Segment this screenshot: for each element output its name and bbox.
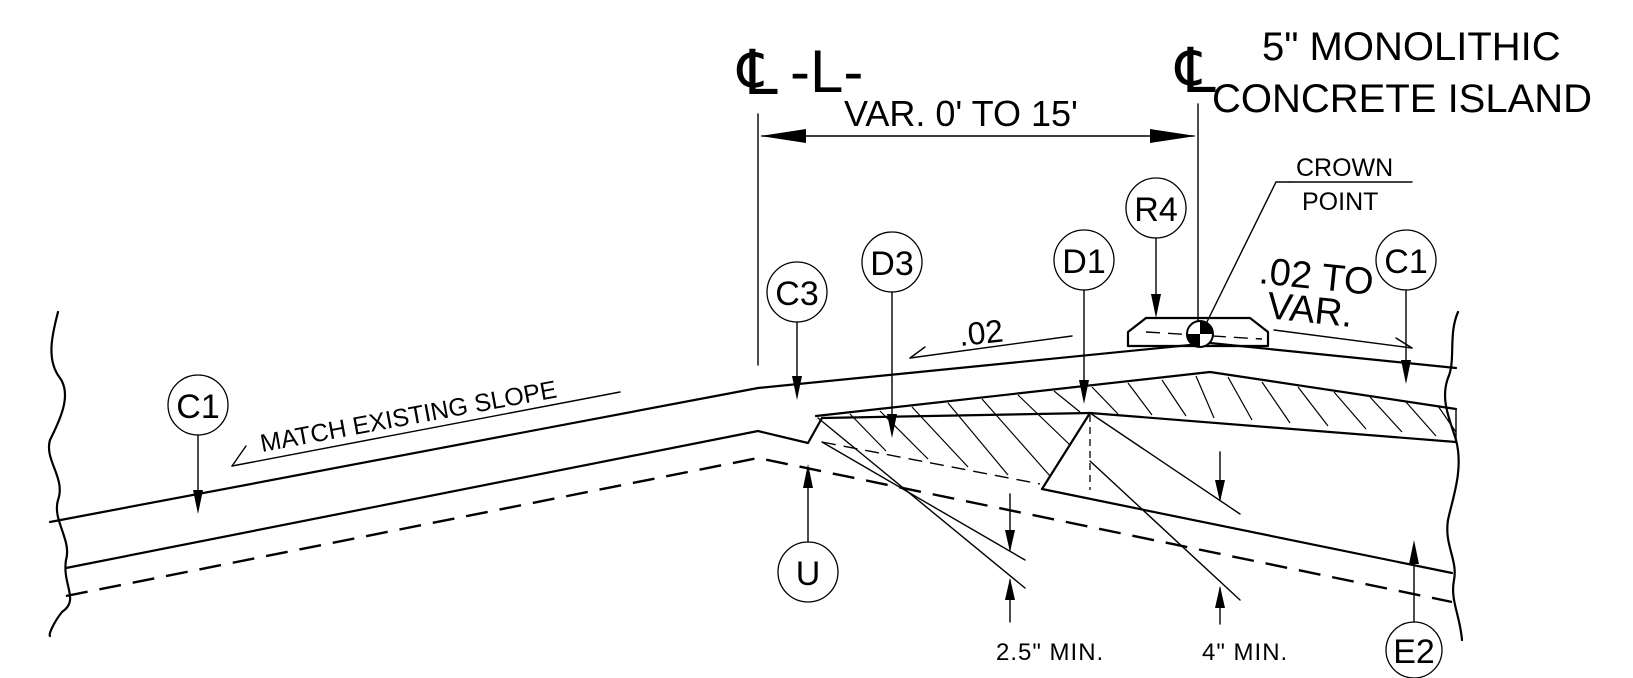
depth-reference-lines	[817, 412, 1241, 601]
callout-u: U	[777, 464, 839, 603]
depth-left-text: 2.5" MIN.	[996, 639, 1104, 666]
hatch-marks	[849, 375, 1457, 477]
wedge-edge-right	[1040, 411, 1092, 491]
island-label-line1: 5" MONOLITHIC	[1262, 25, 1561, 69]
right-break-line	[1443, 310, 1464, 642]
break-lines	[47, 310, 1464, 642]
svg-text:C3: C3	[775, 275, 818, 313]
svg-text:U: U	[796, 555, 821, 593]
svg-text:D1: D1	[1062, 243, 1105, 281]
svg-text:C1: C1	[1384, 243, 1427, 281]
base-bottom-line-right	[1040, 487, 1454, 575]
callout-c3: C3	[766, 261, 828, 400]
slope-right-annotation: .02 TO VAR.	[1257, 250, 1413, 349]
svg-text:D3: D3	[870, 245, 913, 283]
width-dimension-text: VAR. 0' TO 15'	[844, 93, 1078, 134]
callout-c1-right: C1	[1375, 229, 1437, 384]
centerlines	[757, 103, 1199, 366]
centerline-symbol-right: ℄	[1174, 37, 1216, 106]
match-slope-text: MATCH EXISTING SLOPE	[258, 376, 559, 458]
callout-e2: E2	[1385, 540, 1443, 678]
match-slope-annotation: MATCH EXISTING SLOPE	[231, 376, 621, 467]
left-break-line	[47, 310, 72, 638]
crown-point-line1: CROWN	[1296, 154, 1393, 182]
concrete-island	[1126, 316, 1270, 348]
callout-d1: D1	[1053, 229, 1115, 404]
callout-c1-left: C1	[167, 374, 229, 514]
slope-left-text: .02	[957, 313, 1005, 353]
centerline-symbol-left: ℄	[736, 39, 778, 108]
callout-r4: R4	[1125, 177, 1187, 318]
island-outline	[1126, 316, 1270, 348]
callout-d3: D3	[861, 231, 923, 438]
surface-course-bottom-line	[814, 370, 1458, 418]
wedge-edge-left	[806, 416, 824, 445]
hatch-region-top	[820, 411, 1458, 444]
width-dimension: VAR. 0' TO 15'	[760, 93, 1196, 143]
svg-text:C1: C1	[176, 388, 219, 426]
depth-dimension-right: 4" MIN.	[1202, 451, 1288, 666]
centerline-label: -L-	[790, 38, 863, 105]
pavement-layers	[48, 341, 1458, 604]
island-label-line2: CONCRETE ISLAND	[1212, 77, 1592, 121]
wedge-dashed-line	[821, 441, 1041, 485]
crown-point-callout: CROWN POINT	[1199, 154, 1413, 337]
depth-dimension-left: 2.5" MIN.	[996, 493, 1104, 666]
finished-grade-line	[48, 341, 1458, 524]
svg-text:E2: E2	[1393, 633, 1435, 671]
existing-pavement-bottom-line	[64, 429, 810, 570]
depth-right-text: 4" MIN.	[1202, 639, 1288, 666]
slope-left-annotation: .02	[909, 313, 1073, 359]
slope-right-line2: VAR.	[1265, 285, 1355, 336]
svg-text:R4: R4	[1134, 191, 1177, 229]
crown-point-line2: POINT	[1302, 188, 1378, 216]
